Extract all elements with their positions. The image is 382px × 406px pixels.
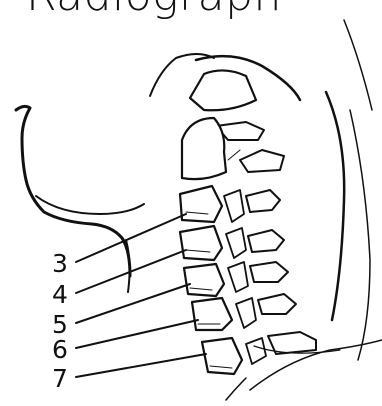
spinous-process-c3: [246, 190, 280, 212]
axis-vertebra: [182, 118, 226, 179]
vertebra-label-c4: 4: [52, 282, 68, 307]
leader-line-7: [76, 354, 206, 377]
vertebra-body-c6: [192, 298, 232, 330]
spinous-process-c5: [250, 262, 288, 282]
vertebra-label-c3: 3: [52, 251, 68, 276]
c2-spinous-process: [240, 150, 284, 172]
vertebra-body-c5: [184, 264, 224, 296]
vertebra-body-c3: [180, 186, 222, 222]
atlas-vertebra: [190, 70, 256, 110]
leader-line-5: [76, 284, 190, 323]
spinous-process-c6: [258, 294, 296, 314]
vertebra-label-c5: 5: [52, 312, 68, 337]
vertebra-body-c7: [202, 338, 242, 374]
face-profile-outline: [16, 106, 130, 276]
vertebra-label-c7: 7: [52, 366, 68, 391]
back-contour-1: [350, 110, 370, 360]
vertebra-label-c6: 6: [52, 337, 68, 362]
leader-line-6: [76, 320, 198, 348]
vertebra-body-c4: [180, 226, 222, 260]
neck-back-outline: [326, 92, 344, 320]
leader-line-3: [76, 214, 186, 262]
leader-line-4: [76, 250, 186, 293]
spinous-process-c4: [248, 230, 284, 252]
back-contour-2: [344, 20, 372, 110]
articular-pillar-c7: [246, 338, 266, 364]
chest-line: [226, 378, 246, 400]
articular-pillar-c5: [228, 262, 248, 292]
articular-pillar-c3: [224, 190, 244, 222]
articular-pillar-c4: [226, 228, 246, 258]
jaw-outline: [36, 196, 144, 214]
articular-pillar-c6: [236, 298, 256, 328]
